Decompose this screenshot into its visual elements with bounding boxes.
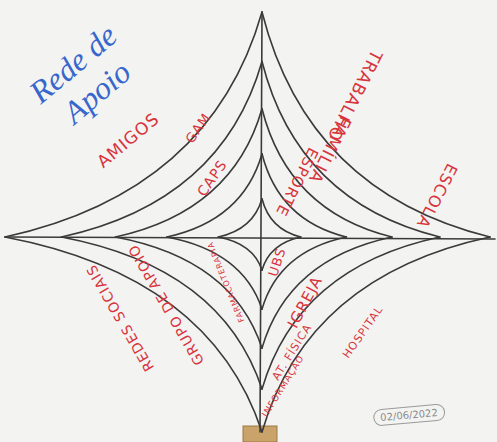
web-label: HOSPITAL — [340, 303, 386, 361]
web-label: GAM — [182, 110, 213, 146]
vertical-axis — [260, 12, 262, 432]
web-curve — [5, 12, 262, 237]
web-curve — [62, 237, 262, 389]
web-curve — [262, 12, 490, 237]
web-curve — [167, 154, 262, 237]
web-label: AMIGOS — [93, 108, 163, 171]
web-curve — [218, 199, 262, 237]
web-label: UBS — [265, 246, 288, 279]
date-note: 02/06/2022 — [373, 403, 446, 426]
web-curve — [262, 237, 392, 348]
web-label: ESCOLA — [413, 160, 462, 231]
web-curve — [5, 237, 262, 432]
horizontal-axis — [5, 237, 495, 239]
web-curve — [218, 237, 262, 270]
web-curve — [262, 237, 490, 432]
web-label: FARMACOTERAPIA — [206, 240, 247, 323]
